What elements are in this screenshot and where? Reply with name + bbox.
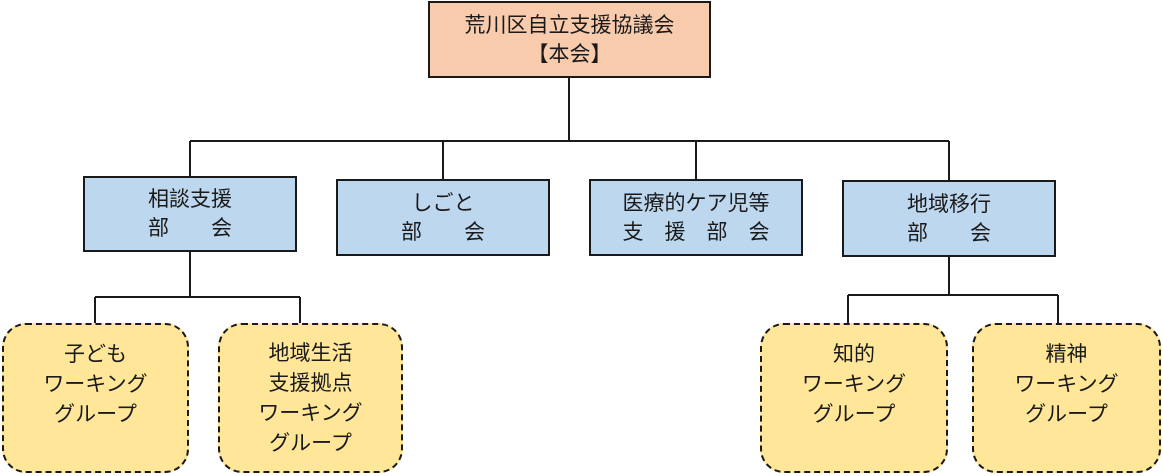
- committee-node-medical-care-children: 医療的ケア児等 支 援 部 会: [589, 179, 803, 256]
- committee-node-consultation-support: 相談支援 部 会: [83, 176, 297, 252]
- committee-label-line2: 支 援 部 会: [622, 219, 770, 244]
- working-group-node-intellectual: 知的 ワーキング グループ: [760, 323, 948, 473]
- committee-label-line2: 部 会: [148, 216, 232, 240]
- working-group-label-line: グループ: [54, 402, 137, 426]
- root-node-subtitle: 【本会】: [527, 41, 612, 66]
- working-group-node-mental: 精神 ワーキング グループ: [972, 323, 1161, 473]
- working-group-label-line: ワーキング: [1014, 372, 1119, 396]
- working-group-label-line: グループ: [1025, 402, 1108, 426]
- committee-label-line1: しごと: [411, 190, 475, 215]
- working-group-label-line: 支援拠点: [268, 371, 353, 395]
- working-group-label-line: 知的: [833, 342, 875, 366]
- working-group-label-line: グループ: [269, 431, 352, 455]
- working-group-node-community-living-base: 地域生活 支援拠点 ワーキング グループ: [218, 323, 403, 473]
- working-group-label-line: グループ: [812, 402, 896, 426]
- root-node-council: 荒川区自立支援協議会 【本会】: [428, 1, 711, 78]
- committee-node-work: しごと 部 会: [336, 179, 550, 256]
- working-group-label-line: 地域生活: [268, 341, 353, 365]
- working-group-label-line: 精神: [1045, 342, 1088, 366]
- committee-label-line2: 部 会: [401, 219, 485, 244]
- committee-label-line2: 部 会: [907, 220, 991, 245]
- working-group-label-line: 子ども: [64, 342, 127, 366]
- root-node-title: 荒川区自立支援協議会: [464, 12, 675, 37]
- committee-label-line1: 地域移行: [907, 191, 991, 216]
- working-group-label-line: ワーキング: [258, 401, 363, 425]
- committee-label-line1: 医療的ケア児等: [622, 190, 770, 215]
- working-group-label-line: ワーキング: [801, 372, 907, 396]
- committee-label-line1: 相談支援: [148, 187, 232, 211]
- committee-node-community-transition: 地域移行 部 会: [842, 180, 1056, 257]
- working-group-label-line: ワーキング: [43, 372, 148, 396]
- working-group-node-children: 子ども ワーキング グループ: [2, 323, 189, 473]
